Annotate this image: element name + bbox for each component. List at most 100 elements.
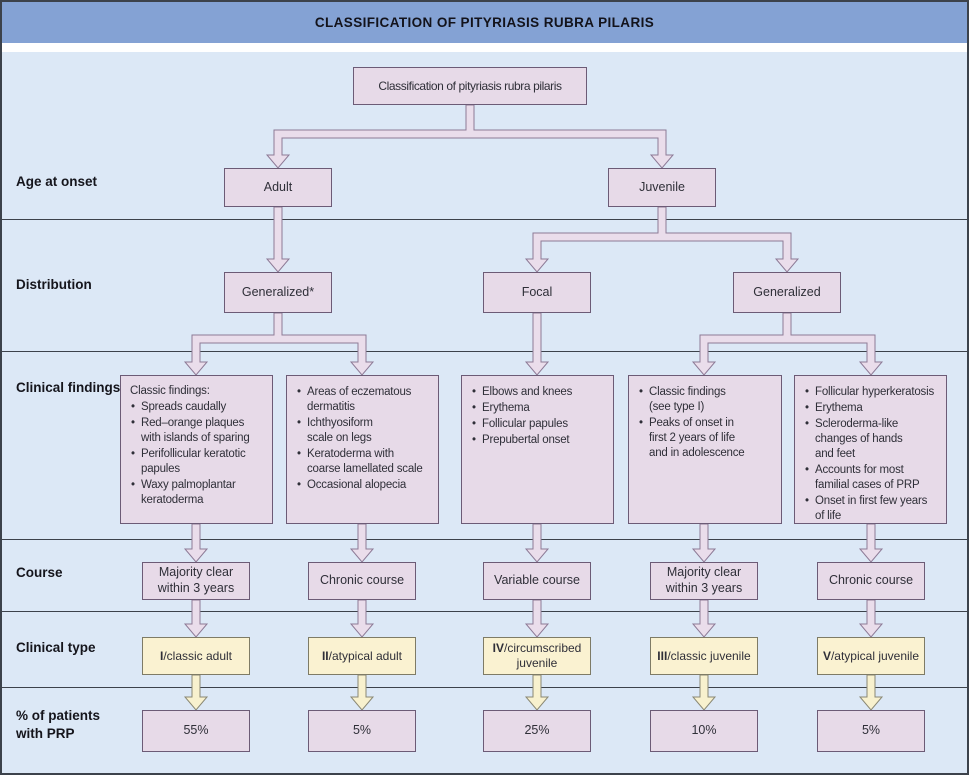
arrow-course-to-type: [183, 599, 209, 638]
row-label-clinical-findings: Clinical findings: [16, 380, 121, 395]
type-label: V/atypical juvenile: [823, 649, 919, 664]
finding-item: Follicular papules: [471, 417, 610, 432]
percent-value: 10%: [691, 723, 717, 738]
arrow-type-to-percent: [858, 674, 884, 711]
arrow-findings-to-course: [524, 523, 550, 563]
arrow-type-to-percent: [524, 674, 550, 711]
finding-item: Accounts for most familial cases of PRP: [804, 463, 943, 493]
type-label: IV/circumscribed juvenile: [484, 641, 590, 671]
row-divider: [2, 539, 967, 540]
type-text: /atypical juvenile: [830, 648, 920, 663]
finding-item: Occasional alopecia: [296, 478, 435, 493]
flowchart-body: Age at onset Distribution Clinical findi…: [2, 52, 967, 773]
finding-item: Waxy palmoplantar keratoderma: [130, 478, 269, 508]
row-label-distribution: Distribution: [16, 277, 92, 292]
row-divider: [2, 219, 967, 220]
finding-item: Onset in first few years of life: [804, 494, 943, 524]
row-label-clinical-type: Clinical type: [16, 640, 96, 655]
type-numeral: IV: [492, 641, 504, 655]
arrow-findings-to-course: [183, 523, 209, 563]
findings-box-type3: Classic findings (see type I) Peaks of o…: [628, 375, 782, 524]
percent-label-line1: % of patients: [16, 708, 101, 723]
box-focal-label: Focal: [521, 284, 553, 299]
type-text: /classic adult: [163, 648, 233, 663]
finding-item: Classic findings (see type I): [638, 385, 778, 415]
course-box-1: Majority clear within 3 years: [142, 562, 250, 600]
box-generalized-adult-label: Generalized*: [241, 284, 315, 299]
box-juvenile-label: Juvenile: [639, 179, 685, 194]
findings-box-type4: Elbows and knees Erythema Follicular pap…: [461, 375, 614, 524]
percent-value: 5%: [861, 723, 881, 738]
course-box-5: Chronic course: [817, 562, 925, 600]
type-numeral: I: [159, 648, 164, 663]
arrow-generalized-adult-split: [183, 312, 375, 376]
finding-item: Ichthyosiform scale on legs: [296, 416, 435, 446]
type-text: /circumscribed juvenile: [503, 641, 582, 670]
arrow-findings-to-course: [858, 523, 884, 563]
percent-box-3: 25%: [483, 710, 591, 752]
percent-box-5: 5%: [817, 710, 925, 752]
box-generalized-juvenile-label: Generalized: [753, 284, 821, 299]
finding-item: Elbows and knees: [471, 385, 610, 400]
type-box-2: II/atypical adult: [308, 637, 416, 675]
row-divider: [2, 611, 967, 612]
figure-title: CLASSIFICATION OF PITYRIASIS RUBRA PILAR…: [314, 15, 655, 30]
box-focal: Focal: [483, 272, 591, 313]
finding-item: Red–orange plaques with islands of spari…: [130, 416, 269, 446]
arrow-generalized-juvenile-split: [691, 312, 884, 376]
type-label: I/classic adult: [160, 649, 232, 664]
root-box: Classification of pityriasis rubra pilar…: [353, 67, 587, 105]
type-text: /atypical adult: [328, 648, 403, 663]
row-label-percent-prp: % of patients with PRP: [16, 707, 100, 742]
percent-value: 55%: [183, 723, 209, 738]
type-box-3: IV/circumscribed juvenile: [483, 637, 591, 675]
findings-box-type5: Follicular hyperkeratosis Erythema Scler…: [794, 375, 947, 524]
course-label: Majority clear within 3 years: [157, 565, 235, 595]
row-label-age-at-onset: Age at onset: [16, 174, 98, 189]
finding-item: Erythema: [471, 401, 610, 416]
arrow-course-to-type: [858, 599, 884, 638]
finding-item: Follicular hyperkeratosis: [804, 385, 943, 400]
finding-item: Prepubertal onset: [471, 433, 610, 448]
arrow-findings-to-course: [349, 523, 375, 563]
type-box-5: V/atypical juvenile: [817, 637, 925, 675]
course-label: Chronic course: [319, 573, 405, 588]
box-generalized-juvenile: Generalized: [733, 272, 841, 313]
course-box-2: Chronic course: [308, 562, 416, 600]
arrow-adult-down: [265, 206, 291, 273]
box-adult: Adult: [224, 168, 332, 207]
arrow-juvenile-split: [524, 206, 800, 273]
arrow-type-to-percent: [349, 674, 375, 711]
row-label-course: Course: [16, 565, 63, 580]
type-label: III/classic juvenile: [657, 649, 750, 664]
percent-box-2: 5%: [308, 710, 416, 752]
finding-item: Areas of eczematous dermatitis: [296, 385, 435, 415]
arrow-root-split: [265, 104, 675, 169]
arrow-focal-down: [524, 312, 550, 376]
course-box-4: Majority clear within 3 years: [650, 562, 758, 600]
header-gap: [2, 43, 967, 52]
arrow-findings-to-course: [691, 523, 717, 563]
percent-label-line2: with PRP: [16, 725, 75, 741]
findings-box-type2: Areas of eczematous dermatitis Ichthyosi…: [286, 375, 439, 524]
arrow-course-to-type: [524, 599, 550, 638]
finding-item: Peaks of onset in first 2 years of life …: [638, 416, 778, 461]
box-juvenile: Juvenile: [608, 168, 716, 207]
finding-item: Erythema: [804, 401, 943, 416]
box-adult-label: Adult: [263, 179, 293, 194]
course-label: Variable course: [494, 573, 580, 588]
connector-arrows: [183, 104, 884, 711]
arrow-type-to-percent: [183, 674, 209, 711]
course-label: Majority clear within 3 years: [665, 565, 743, 595]
finding-item: Spreads caudally: [130, 400, 269, 415]
course-box-3: Variable course: [483, 562, 591, 600]
percent-value: 5%: [352, 723, 372, 738]
type-text: /classic juvenile: [667, 648, 751, 663]
finding-item: Perifollicular keratotic papules: [130, 447, 269, 477]
type-numeral: III: [657, 648, 668, 663]
figure-header: CLASSIFICATION OF PITYRIASIS RUBRA PILAR…: [2, 2, 967, 43]
type-numeral: II: [321, 648, 329, 663]
arrow-course-to-type: [349, 599, 375, 638]
course-label: Chronic course: [828, 573, 914, 588]
